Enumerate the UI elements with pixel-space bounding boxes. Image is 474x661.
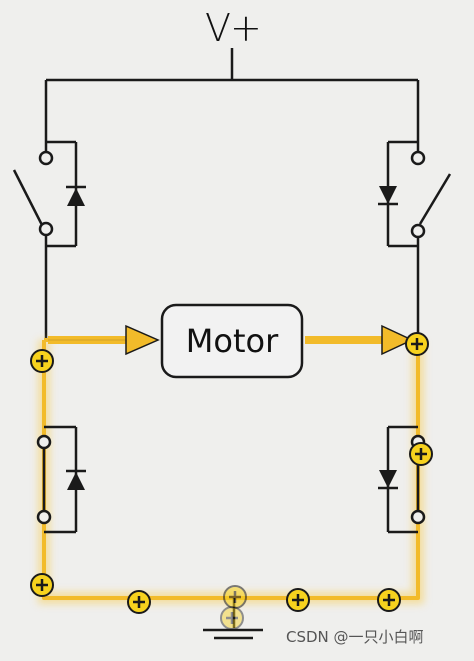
charge-icon bbox=[127, 590, 151, 614]
motor-box bbox=[160, 303, 304, 379]
charges bbox=[30, 332, 433, 630]
charge-icon bbox=[286, 588, 310, 612]
current-path bbox=[42, 338, 420, 600]
arrow-icon bbox=[48, 324, 160, 356]
switch-top-right bbox=[386, 140, 452, 340]
diode-top-left bbox=[66, 185, 86, 206]
charge-icon bbox=[405, 332, 429, 356]
charge-icon bbox=[30, 349, 54, 373]
diode-bottom-left bbox=[66, 469, 86, 490]
charge-icon bbox=[377, 588, 401, 612]
current-path-glow bbox=[38, 340, 424, 604]
charge-icon bbox=[223, 585, 247, 609]
diode-bottom-right bbox=[378, 470, 398, 490]
motor-label: Motor bbox=[185, 322, 279, 360]
diode-top-right bbox=[378, 186, 398, 206]
switch-bottom-left bbox=[36, 425, 78, 534]
charge-icon bbox=[30, 573, 54, 597]
supply-label: V+ bbox=[205, 6, 262, 50]
arrow-icon bbox=[305, 324, 414, 356]
supply-rail bbox=[44, 48, 420, 158]
charge-icon bbox=[409, 442, 433, 466]
charge-icon bbox=[220, 606, 244, 630]
watermark: CSDN @一只小白啊 bbox=[286, 628, 424, 646]
switch-top-left bbox=[12, 140, 78, 340]
